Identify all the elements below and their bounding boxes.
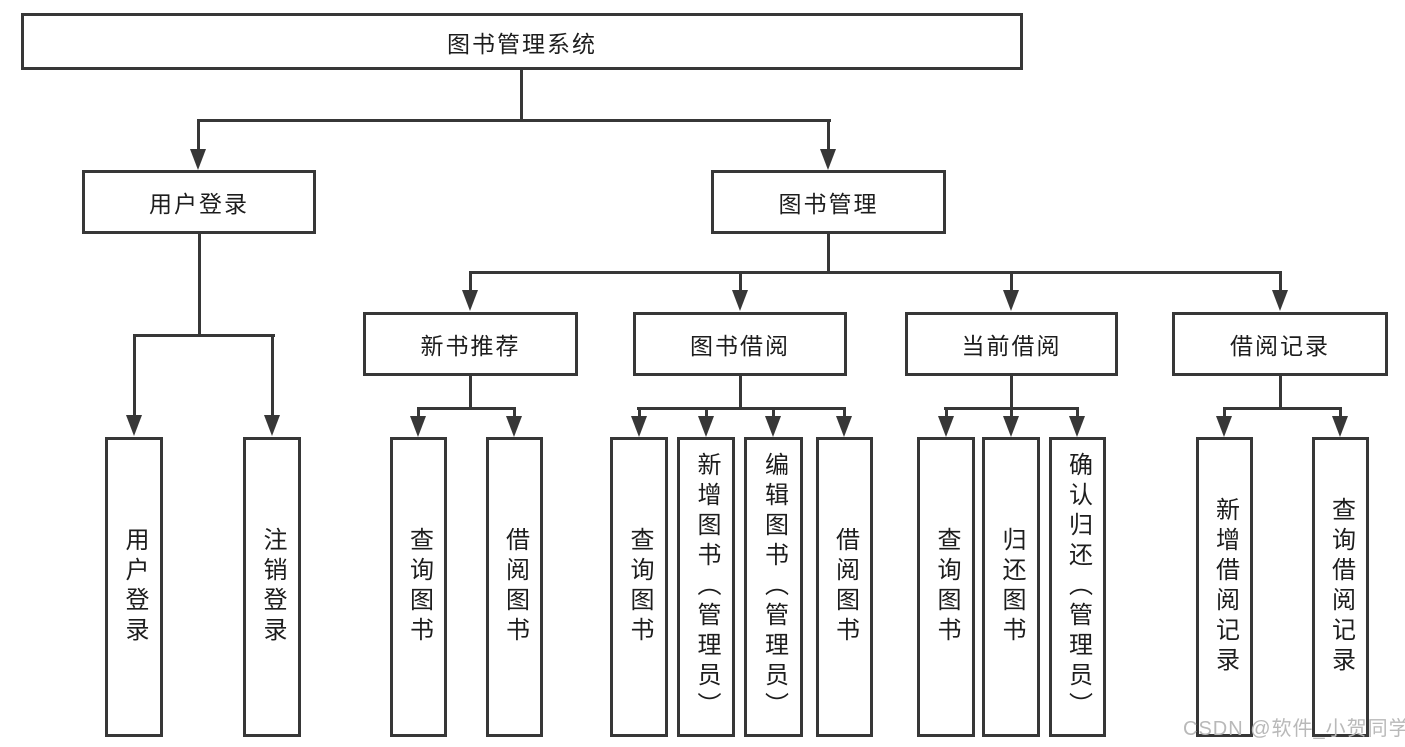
leaf-query-record-label: 查询借阅记录 <box>1327 497 1355 677</box>
arrowhead-down-icon <box>698 416 714 437</box>
arrowhead-down-icon <box>1003 290 1019 311</box>
connector-arrow-stem <box>1076 407 1079 416</box>
arrowhead-down-icon <box>1069 416 1085 437</box>
leaf-return-book-label: 归还图书 <box>998 527 1025 647</box>
node-borrow-records-label: 借阅记录 <box>1230 333 1330 359</box>
node-borrow-records: 借阅记录 <box>1172 312 1388 376</box>
connector-bookmgmt-stem <box>827 234 830 272</box>
leaf-query-book-2: 查询图书 <box>610 437 668 737</box>
connector-borrowrecords-branch <box>1223 407 1342 410</box>
leaf-query-book-1: 查询图书 <box>390 437 447 737</box>
arrowhead-down-icon <box>765 416 781 437</box>
connector-borrowrecords-stem <box>1279 376 1282 408</box>
leaf-query-record: 查询借阅记录 <box>1312 437 1369 737</box>
connector-bookmgmt-branch <box>469 271 1282 274</box>
leaf-confirm-return-label: 确认归还（管理员） <box>1064 452 1092 722</box>
arrowhead-down-icon <box>732 290 748 311</box>
node-current-borrow: 当前借阅 <box>905 312 1118 376</box>
connector-newbookrec-stem <box>469 376 472 408</box>
node-current-borrow-label: 当前借阅 <box>961 333 1062 359</box>
connector-arrow-stem <box>945 407 948 416</box>
arrowhead-down-icon <box>462 290 478 311</box>
leaf-confirm-return: 确认归还（管理员） <box>1049 437 1106 737</box>
connector-arrow-stem <box>197 119 200 150</box>
leaf-add-book: 新增图书（管理员） <box>677 437 735 737</box>
node-book-mgmt: 图书管理 <box>711 170 946 234</box>
node-root-label: 图书管理系统 <box>447 30 597 57</box>
csdn-watermark: CSDN @软件_小贺同学 <box>1183 718 1405 740</box>
leaf-borrow-book-1-label: 借阅图书 <box>501 527 529 647</box>
leaf-return-book: 归还图书 <box>982 437 1040 737</box>
connector-arrow-stem <box>638 407 641 416</box>
leaf-query-book-1-label: 查询图书 <box>405 527 433 647</box>
arrowhead-down-icon <box>190 149 206 170</box>
leaf-add-book-label: 新增图书（管理员） <box>693 452 720 722</box>
connector-arrow-stem <box>1010 407 1013 416</box>
connector-arrow-stem <box>739 271 742 291</box>
connector-arrow-stem <box>1279 271 1282 291</box>
arrowhead-down-icon <box>264 415 280 436</box>
connector-arrow-stem <box>271 334 274 415</box>
arrowhead-down-icon <box>1272 290 1288 311</box>
arrowhead-down-icon <box>1332 416 1348 437</box>
leaf-user-login: 用户登录 <box>105 437 163 737</box>
node-book-borrow: 图书借阅 <box>633 312 847 376</box>
node-user-login: 用户登录 <box>82 170 316 234</box>
connector-currentborrow-stem <box>1010 376 1013 408</box>
connector-newbookrec-branch <box>417 407 516 410</box>
leaf-add-record: 新增借阅记录 <box>1196 437 1253 737</box>
connector-arrow-stem <box>705 407 708 416</box>
connector-arrow-stem <box>469 271 472 291</box>
connector-arrow-stem <box>843 407 846 416</box>
connector-bookborrow-stem <box>739 376 742 408</box>
leaf-borrow-book-2: 借阅图书 <box>816 437 873 737</box>
node-user-login-label: 用户登录 <box>149 191 249 217</box>
connector-arrow-stem <box>1010 271 1013 291</box>
connector-arrow-stem <box>1223 407 1226 416</box>
leaf-borrow-book-2-label: 借阅图书 <box>831 527 859 647</box>
connector-userlogin-stem <box>198 234 201 335</box>
connector-root-branch <box>197 119 831 122</box>
leaf-query-book-3-label: 查询图书 <box>933 527 960 647</box>
leaf-borrow-book-1: 借阅图书 <box>486 437 543 737</box>
leaf-user-login-label: 用户登录 <box>121 527 148 647</box>
leaf-query-book-3: 查询图书 <box>917 437 975 737</box>
connector-root-stem <box>520 70 523 120</box>
node-new-book-rec-label: 新书推荐 <box>420 333 521 359</box>
node-book-borrow-label: 图书借阅 <box>690 333 790 359</box>
arrowhead-down-icon <box>938 416 954 437</box>
leaf-edit-book-label: 编辑图书（管理员） <box>760 452 788 722</box>
leaf-logout: 注销登录 <box>243 437 301 737</box>
connector-arrow-stem <box>513 407 516 416</box>
connector-userlogin-branch <box>133 334 275 337</box>
arrowhead-down-icon <box>820 149 836 170</box>
node-root: 图书管理系统 <box>21 13 1023 70</box>
arrowhead-down-icon <box>1003 416 1019 437</box>
arrowhead-down-icon <box>410 416 426 437</box>
arrowhead-down-icon <box>1216 416 1232 437</box>
leaf-edit-book: 编辑图书（管理员） <box>744 437 803 737</box>
arrowhead-down-icon <box>631 416 647 437</box>
node-book-mgmt-label: 图书管理 <box>778 191 879 217</box>
leaf-logout-label: 注销登录 <box>259 527 286 647</box>
connector-arrow-stem <box>772 407 775 416</box>
arrowhead-down-icon <box>836 416 852 437</box>
node-new-book-rec: 新书推荐 <box>363 312 578 376</box>
arrowhead-down-icon <box>506 416 522 437</box>
connector-arrow-stem <box>417 407 420 416</box>
connector-bookborrow-branch <box>637 407 846 410</box>
leaf-add-record-label: 新增借阅记录 <box>1211 497 1239 677</box>
connector-arrow-stem <box>1339 407 1342 416</box>
connector-arrow-stem <box>133 334 136 415</box>
leaf-query-book-2-label: 查询图书 <box>626 527 653 647</box>
connector-arrow-stem <box>827 119 830 150</box>
arrowhead-down-icon <box>126 415 142 436</box>
